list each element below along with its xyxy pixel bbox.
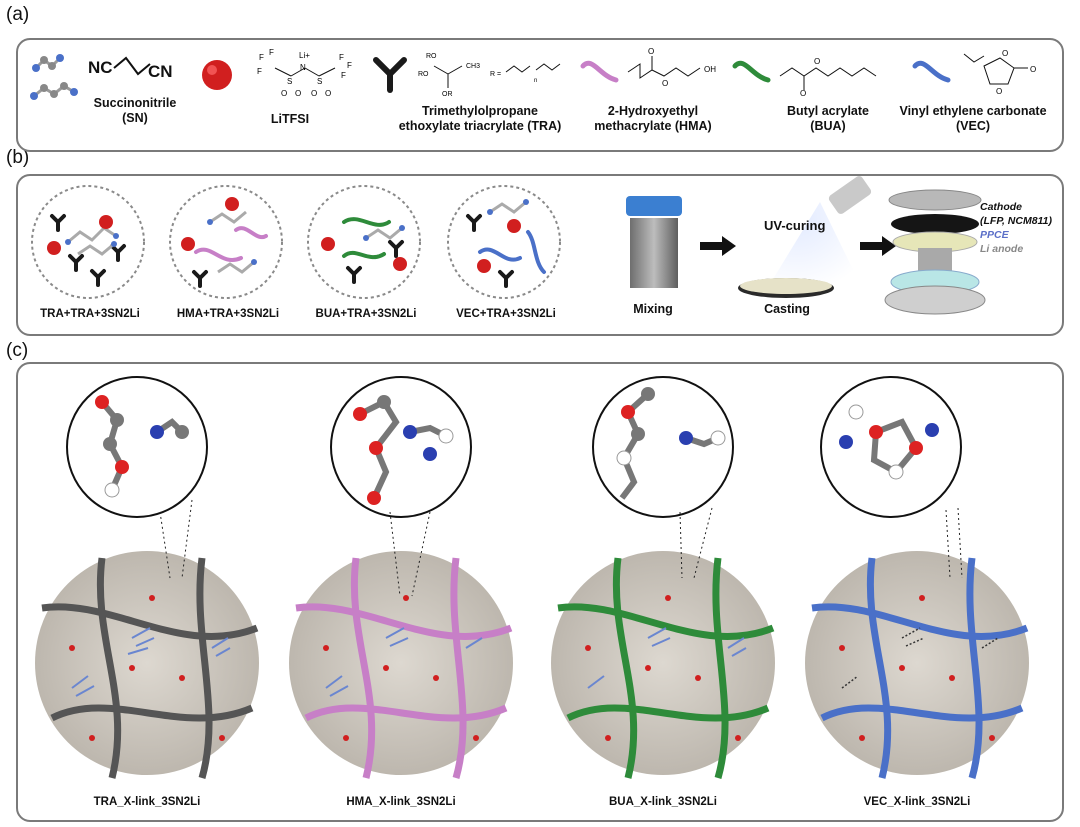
zoom-connectors	[0, 0, 1080, 827]
